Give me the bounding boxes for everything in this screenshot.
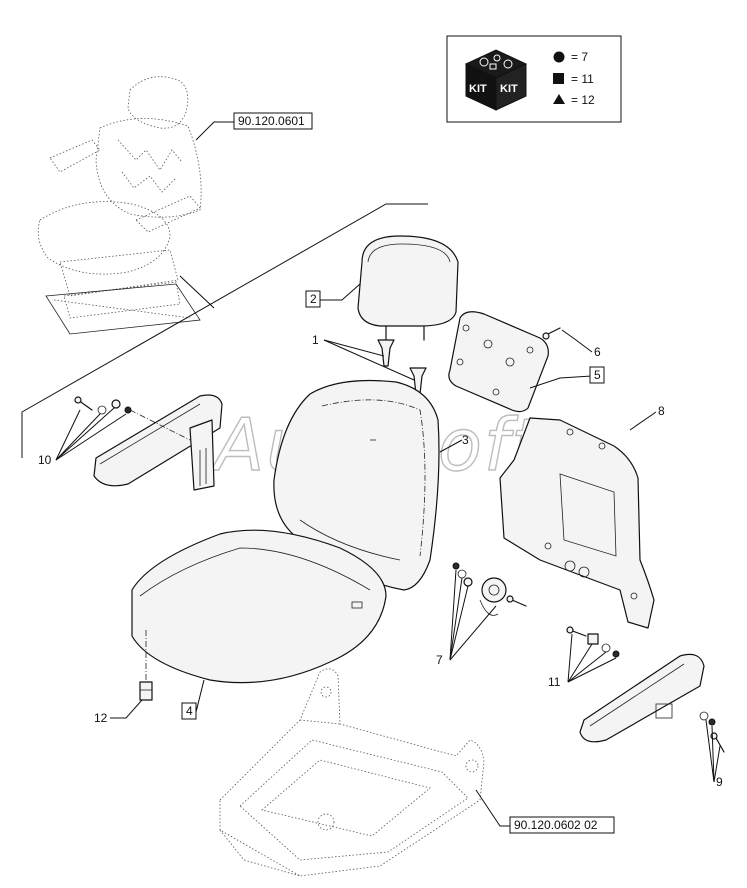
legend-triangle-text: = 12 (571, 93, 595, 107)
seat-assembly-overview: 90.120.0601 (37, 76, 313, 335)
seat-base-frame: 90.120.0602 02 (219, 668, 615, 877)
callout-5: 5 (594, 368, 601, 382)
right-armrest (579, 653, 705, 743)
kit-box-icon: KIT KIT (464, 49, 528, 111)
headrest: 2 (305, 235, 459, 341)
callout-2: 2 (310, 292, 317, 306)
callout-4: 4 (186, 704, 193, 718)
screw-6: 6 (542, 327, 601, 359)
triangle-symbol-icon (553, 94, 565, 104)
circle-symbol-icon (553, 51, 565, 63)
spring-hardware-7: 7 (436, 562, 527, 667)
base-frame-ref-box (509, 816, 615, 834)
callout-6: 6 (594, 345, 601, 359)
left-armrest (93, 394, 223, 491)
callout-9: 9 (716, 775, 723, 789)
backrest-cover: 3 (273, 379, 469, 591)
legend-circle-text: = 7 (571, 50, 588, 64)
seat-cushion: 4 (131, 529, 387, 720)
seat-assembly-ref-text: 90.120.0601 (238, 114, 305, 128)
armrest-hardware-11: 11 (548, 626, 620, 689)
legend-square-text: = 11 (571, 72, 594, 86)
armrest-hardware-9: 9 (699, 711, 725, 789)
backrest-plate: 5 (448, 311, 605, 413)
separator-line (21, 203, 428, 458)
callout-3: 3 (462, 433, 469, 447)
backrest-frame: 8 (499, 404, 665, 629)
kit-legend: KIT KIT = 7 = 11 = 12 (446, 35, 622, 123)
base-frame-ref-text: 90.120.0602 02 (514, 818, 598, 832)
callout-10: 10 (38, 453, 52, 467)
separator-branch (179, 275, 215, 309)
seat-assembly-ref-box (233, 112, 313, 130)
square-symbol-icon (553, 73, 564, 84)
armrest-hardware-10: 10 (38, 396, 132, 467)
callout-8: 8 (658, 404, 665, 418)
kit-label-right: KIT (500, 83, 518, 95)
headrest-guides: 1 (312, 333, 427, 395)
kit-label-left: KIT (469, 83, 487, 95)
callout-12: 12 (94, 711, 108, 725)
callout-1: 1 (312, 333, 319, 347)
nut-12: 12 (94, 681, 153, 725)
callout-7: 7 (436, 653, 443, 667)
callout-11: 11 (548, 675, 561, 689)
